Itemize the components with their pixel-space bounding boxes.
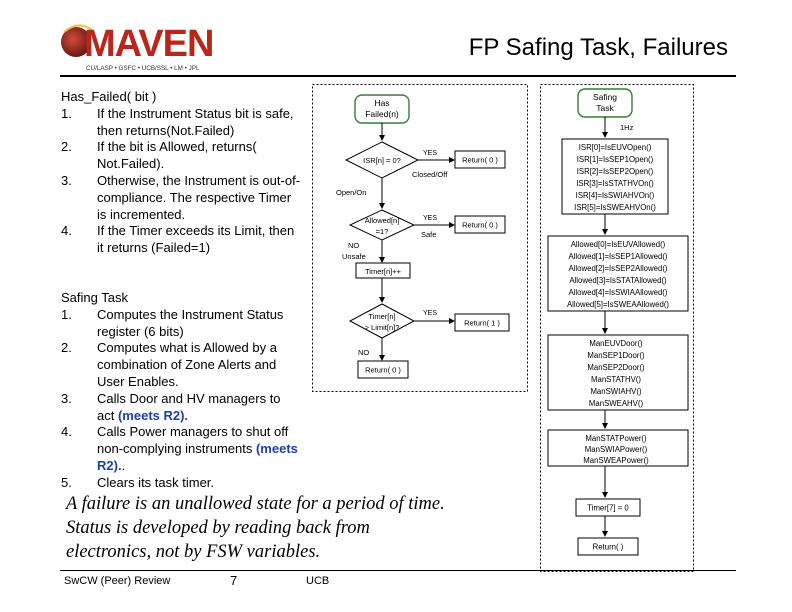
svg-text:Timer[7] = 0: Timer[7] = 0 <box>587 504 629 513</box>
logo-wordmark: MAVEN <box>84 23 213 65</box>
svg-text:Return( 1 ): Return( 1 ) <box>464 319 500 328</box>
has-failed-description: Has_Failed( bit ) 1.If the Instrument St… <box>61 89 301 257</box>
svg-text:ManSWEAPower(): ManSWEAPower() <box>583 456 649 465</box>
timer-increment-box <box>355 262 411 279</box>
list-item: 5.Clears its task timer. <box>61 474 215 490</box>
page-number: 7 <box>230 573 238 588</box>
svg-text:YES: YES <box>423 215 437 222</box>
svg-text:Task: Task <box>596 103 614 113</box>
return-zero-c <box>357 360 409 379</box>
safing-task-heading: Safing Task <box>61 290 128 305</box>
isr-lines: ISR[0]=IsEUVOpen() ISR[1]=IsSEP1Open() I… <box>574 143 656 212</box>
return-zero-a <box>454 150 506 169</box>
page-title: FP Safing Task, Failures <box>468 34 728 61</box>
svg-text:ISR[0]=IsEUVOpen(): ISR[0]=IsEUVOpen() <box>579 143 652 152</box>
svg-text:ManEUVDoor(): ManEUVDoor() <box>589 339 643 348</box>
svg-text:ISR[2]=IsSEP2Open(): ISR[2]=IsSEP2Open() <box>577 167 654 176</box>
list-item: 1.Computes the Instrument Status registe… <box>61 306 284 339</box>
svg-text:ManSWIAHV(): ManSWIAHV() <box>590 387 642 396</box>
footer-divider <box>60 570 736 571</box>
svg-text:Allowed[1]=IsSEP1Allowed(): Allowed[1]=IsSEP1Allowed() <box>568 252 667 261</box>
svg-text:Return( 0 ): Return( 0 ) <box>462 156 498 165</box>
svg-text:Has: Has <box>374 98 389 108</box>
svg-text:Timer[n]: Timer[n] <box>368 312 395 321</box>
maven-logo: MAVEN CU/LASP • GSFC • UCB/SSL • LM • JP… <box>61 23 214 72</box>
door-hv-managers-box <box>547 334 689 411</box>
svg-text:ISR[4]=IsSWIAHVOn(): ISR[4]=IsSWIAHVOn() <box>576 191 655 200</box>
svg-text:=1?: =1? <box>376 227 389 236</box>
logo-partners: CU/LASP • GSFC • UCB/SSL • LM • JPL <box>86 65 200 72</box>
svg-text:ISR[5]=IsSWEAHVOn(): ISR[5]=IsSWEAHVOn() <box>574 203 656 212</box>
svg-text:ISR[3]=IsSTATHVOn(): ISR[3]=IsSTATHVOn() <box>576 179 654 188</box>
svg-text:Allowed[0]=IsEUVAllowed(): Allowed[0]=IsEUVAllowed() <box>571 240 666 249</box>
svg-text:ManSWIAPower(): ManSWIAPower() <box>585 445 648 454</box>
allowed-assignments-box <box>547 235 689 312</box>
svg-text:Allowed[2]=IsSEP2Allowed(): Allowed[2]=IsSEP2Allowed() <box>568 264 667 273</box>
power-lines: ManSTATPower() ManSWIAPower() ManSWEAPow… <box>583 434 649 465</box>
svg-text:Safing: Safing <box>593 92 617 102</box>
return-zero-b <box>454 215 506 234</box>
svg-text:ISR[n] = 0?: ISR[n] = 0? <box>363 156 401 165</box>
list-item: 1.If the Instrument Status bit is safe, … <box>61 105 294 138</box>
return-one <box>454 313 510 332</box>
svg-text:ManSEP2Door(): ManSEP2Door() <box>587 363 645 372</box>
list-item: 3.Otherwise, the Instrument is out-of-co… <box>61 172 301 222</box>
svg-text:ManSTATHV(): ManSTATHV() <box>591 375 641 384</box>
safing-task-flowchart: Safing Task 1Hz ISR[0]=IsEUVOpen() ISR[1… <box>540 84 694 572</box>
svg-text:ManSEP1Door(): ManSEP1Door() <box>587 351 645 360</box>
header-divider <box>60 75 736 77</box>
svg-text:NO: NO <box>358 348 369 357</box>
timer-limit-decision <box>348 303 416 339</box>
svg-text:Closed/Off: Closed/Off <box>412 170 448 179</box>
svg-text:ManSTATPower(): ManSTATPower() <box>585 434 647 443</box>
svg-text:1Hz: 1Hz <box>620 123 634 132</box>
svg-text:YES: YES <box>423 310 437 317</box>
isr-assignments-box <box>561 138 669 215</box>
safing-task-description: Safing Task 1.Computes the Instrument St… <box>61 290 301 492</box>
has-failed-flowchart: Has Failed(n) ISR[n] = 0? YES Closed/Off… <box>312 84 528 392</box>
svg-text:Failed(n): Failed(n) <box>365 109 399 119</box>
svg-text:Allowed[n]: Allowed[n] <box>365 216 400 225</box>
svg-text:ManSWEAHV(): ManSWEAHV() <box>589 399 644 408</box>
list-item: 2.If the bit is Allowed, returns( Not.Fa… <box>61 139 257 172</box>
svg-text:Allowed[3]=IsSTATAllowed(): Allowed[3]=IsSTATAllowed() <box>569 276 667 285</box>
svg-text:Return( ): Return( ) <box>593 543 624 552</box>
planet-icon <box>61 27 91 57</box>
svg-text:Return( 0 ): Return( 0 ) <box>462 221 498 230</box>
has-failed-heading: Has_Failed( bit ) <box>61 89 157 104</box>
timer-reset-box <box>575 498 641 517</box>
footer-review-name: SwCW (Peer) Review <box>64 575 171 587</box>
svg-text:Safe: Safe <box>421 230 436 239</box>
safing-return-box <box>577 537 639 556</box>
footer-org: UCB <box>306 575 330 587</box>
power-managers-box <box>547 429 689 467</box>
svg-text:NO: NO <box>348 241 359 250</box>
svg-text:YES: YES <box>423 150 437 157</box>
svg-text:Open/On: Open/On <box>336 188 366 197</box>
svg-text:Unsafe: Unsafe <box>342 252 366 261</box>
svg-text:> Limit[n]?: > Limit[n]? <box>365 323 400 332</box>
svg-text:Allowed[5]=IsSWEAAllowed(): Allowed[5]=IsSWEAAllowed() <box>567 300 669 309</box>
allowed-lines: Allowed[0]=IsEUVAllowed() Allowed[1]=IsS… <box>567 240 669 309</box>
manager-lines: ManEUVDoor() ManSEP1Door() ManSEP2Door()… <box>587 339 645 408</box>
svg-text:Allowed[4]=IsSWIAAllowed(): Allowed[4]=IsSWIAAllowed() <box>568 288 667 297</box>
svg-text:Timer[n]++: Timer[n]++ <box>365 267 402 276</box>
svg-text:ISR[1]=IsSEP1Open(): ISR[1]=IsSEP1Open() <box>577 155 654 164</box>
list-item: 4.Calls Power managers to shut off non-c… <box>61 424 298 473</box>
list-item: 2.Computes what is Allowed by a combinat… <box>61 340 277 389</box>
list-item: 4.If the Timer exceeds its Limit, then i… <box>61 223 295 256</box>
svg-text:Return( 0 ): Return( 0 ) <box>365 366 401 375</box>
failure-statement: A failure is an unallowed state for a pe… <box>66 494 445 562</box>
list-item: 3.Calls Door and HV managers to act (mee… <box>61 390 281 423</box>
